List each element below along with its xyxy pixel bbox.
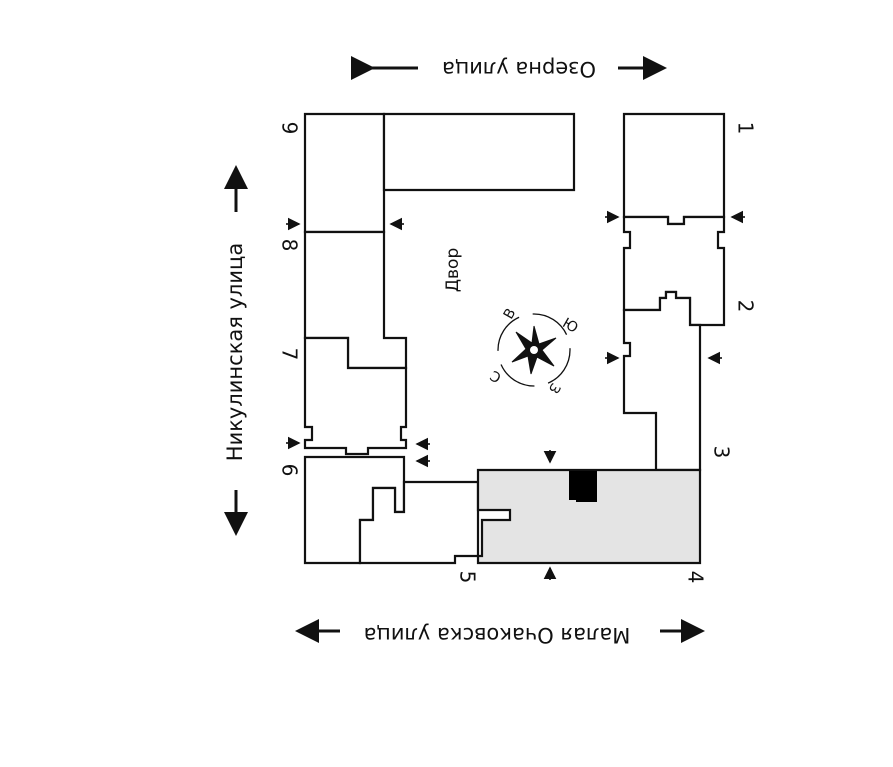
- street-left: Никулинская улица: [223, 165, 248, 536]
- building-5-block: [358, 480, 480, 565]
- building-number-5: 5: [456, 571, 480, 584]
- building-number-2: 2: [734, 300, 758, 313]
- entrance-arrows: [286, 210, 745, 580]
- street-left-label: Никулинская улица: [223, 243, 247, 461]
- compass-west-label: З: [545, 380, 563, 396]
- building-number-3: 3: [710, 446, 734, 459]
- location-marker-icon-tail: [576, 498, 597, 502]
- building-number-9: 9: [278, 122, 302, 135]
- building-4-highlighted: [476, 468, 702, 565]
- building-1-block: [622, 112, 726, 226]
- building-number-8: 8: [278, 239, 302, 252]
- compass-south-label: Ю: [559, 315, 580, 336]
- compass-rose-icon: В Ю З С: [488, 306, 581, 396]
- street-top-label: Озерна улица: [442, 57, 596, 81]
- building-3-block: [622, 290, 702, 472]
- building-number-4: 4: [684, 571, 708, 584]
- building-number-6: 6: [278, 464, 302, 477]
- street-top: Озерна улица: [351, 56, 667, 81]
- location-marker-icon: [569, 471, 597, 500]
- street-bottom-label: Малая Очаковска улица: [364, 623, 631, 647]
- building-number-7: 7: [278, 348, 302, 361]
- building-7-6-block: [303, 336, 408, 456]
- street-bottom: Малая Очаковска улица: [295, 619, 705, 647]
- yard-label: Двор: [443, 248, 463, 293]
- building-top-long: [382, 112, 576, 192]
- compass-north-label: С: [488, 367, 505, 386]
- building-9-8-block: [303, 112, 386, 234]
- compass-east-label: В: [501, 306, 520, 322]
- building-number-1: 1: [734, 122, 758, 135]
